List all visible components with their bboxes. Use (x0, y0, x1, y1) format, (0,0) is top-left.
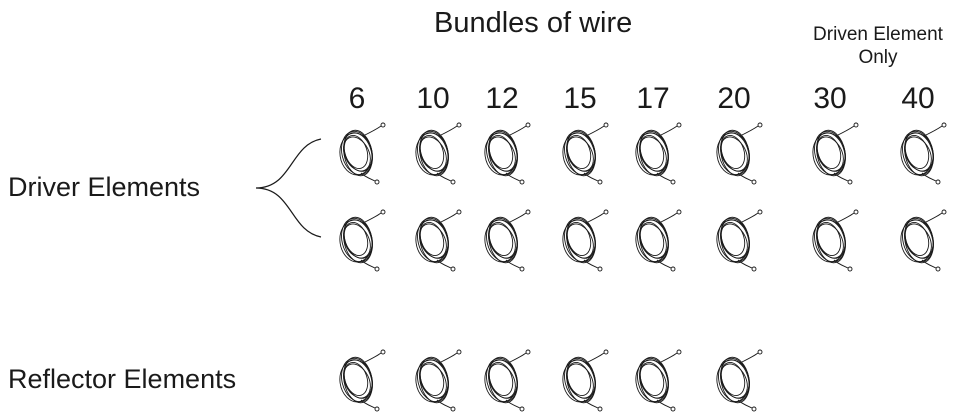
column-label-6: 6 (348, 82, 366, 115)
wire-coil-icon (415, 349, 462, 412)
diagram-title: Bundles of wire (434, 7, 633, 39)
column-label-12: 12 (485, 82, 519, 115)
wire-coil-icon (484, 122, 531, 185)
driven-element-note-line2: Only (858, 47, 898, 68)
wire-coil-icon (635, 122, 682, 185)
wire-coil-icon (562, 349, 609, 412)
column-label-30: 30 (813, 82, 847, 115)
wire-coil-icon (900, 122, 947, 185)
wire-coil-icon (562, 122, 609, 185)
wire-coil-icon (716, 349, 763, 412)
reflector-elements-label: Reflector Elements (8, 364, 237, 394)
driven-element-note-line1: Driven Element (813, 24, 943, 45)
wire-coil-icon (635, 349, 682, 412)
wire-coil-icon (415, 122, 462, 185)
column-label-40: 40 (901, 82, 935, 115)
column-label-15: 15 (563, 82, 597, 115)
wire-coil-icon (484, 209, 531, 272)
wire-coil-icon (716, 122, 763, 185)
column-label-17: 17 (636, 82, 670, 115)
column-label-20: 20 (717, 82, 751, 115)
driver-brace-icon (255, 138, 322, 238)
wire-coil-icon (562, 209, 609, 272)
wire-coil-icon (635, 209, 682, 272)
wire-coil-icon (812, 122, 859, 185)
wire-coil-icon (484, 349, 531, 412)
wire-coil-icon (900, 209, 947, 272)
wire-coil-icon (339, 122, 386, 185)
column-label-10: 10 (416, 82, 450, 115)
wire-coil-icon (339, 349, 386, 412)
wire-coil-icon (812, 209, 859, 272)
wire-coil-icon (415, 209, 462, 272)
wire-coil-icon (716, 209, 763, 272)
driver-elements-label: Driver Elements (8, 172, 201, 202)
wire-coil-icon (339, 209, 386, 272)
